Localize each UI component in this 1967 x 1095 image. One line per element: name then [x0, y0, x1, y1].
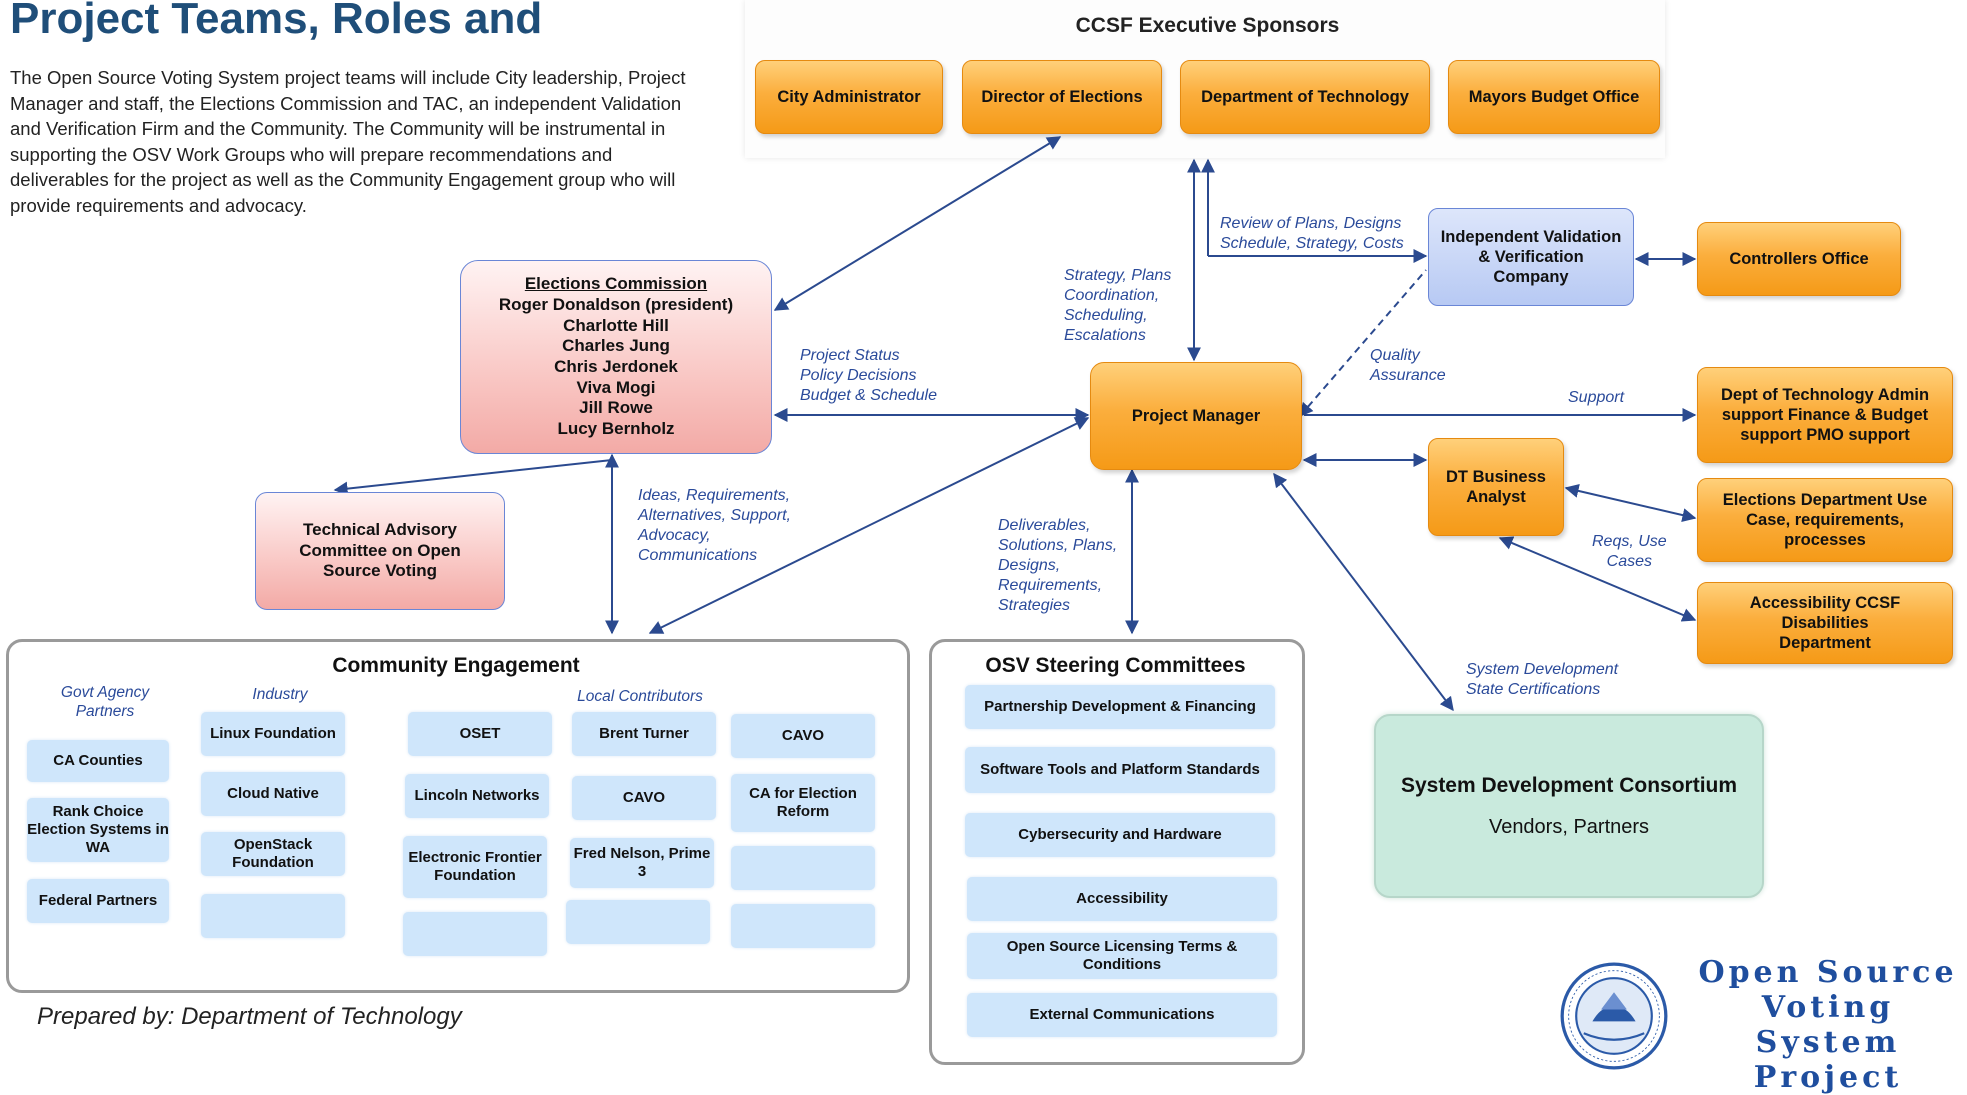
- arrow-pm-consortium: [1273, 472, 1454, 712]
- connector-arrows: [333, 136, 1697, 712]
- local-contributor-chip: OSET: [408, 712, 552, 756]
- sponsors-title: CCSF Executive Sponsors: [1075, 14, 1340, 37]
- industry-chip: OpenStack Foundation: [201, 832, 345, 876]
- elections-department-box: Elections Department Use Case, requireme…: [1697, 478, 1953, 562]
- sponsor-city-administrator: City Administrator: [755, 60, 943, 134]
- ec-member: Charles Jung: [562, 336, 670, 356]
- sponsor-department-of-technology: Department of Technology: [1180, 60, 1430, 134]
- ec-member: Jill Rowe: [579, 398, 653, 418]
- label-strategy: Strategy, Plans Coordination, Scheduling…: [1064, 267, 1172, 344]
- label-deliverables: Deliverables, Solutions, Plans, Designs,…: [998, 517, 1118, 614]
- elections-commission-box: Elections Commission Roger Donaldson (pr…: [460, 260, 772, 454]
- steering-committee-chip: Open Source Licensing Terms & Conditions: [967, 933, 1277, 979]
- steering-committee-chip: External Communications: [967, 993, 1277, 1037]
- col-local-header: Local Contributors: [577, 688, 703, 705]
- local-contributor-chip-empty: [731, 904, 875, 948]
- ec-member: Viva Mogi: [576, 377, 656, 397]
- arrow-pm-ivv: [1299, 269, 1427, 418]
- local-contributor-chip-empty: [731, 846, 875, 890]
- ec-member: Chris Jerdonek: [554, 357, 678, 376]
- arrow-analyst-elections-dept: [1564, 484, 1697, 522]
- ec-member: Charlotte Hill: [563, 315, 669, 335]
- arrow-ec-tac: [333, 459, 613, 496]
- sponsor-mayors-budget-office: Mayors Budget Office: [1448, 60, 1660, 134]
- arrow-analyst-accessibility: [1498, 536, 1697, 622]
- govt-partner-chip: CA Counties: [27, 740, 169, 782]
- industry-chip-empty: [201, 894, 345, 938]
- industry-chip: Cloud Native: [201, 772, 345, 816]
- prepared-by: Prepared by: Department of Technology: [37, 1003, 462, 1030]
- local-contributor-chip: Brent Turner: [572, 712, 716, 756]
- steering-committee-chip: Software Tools and Platform Standards: [965, 747, 1275, 793]
- osv-project-title: Open Source Voting System Project: [1698, 955, 1958, 1095]
- local-contributor-chip: CA for Election Reform: [731, 774, 875, 832]
- ec-member: Lucy Bernholz: [557, 419, 675, 439]
- label-review: Review of Plans, Designs Schedule, Strat…: [1220, 215, 1404, 252]
- local-contributor-chip: CAVO: [572, 776, 716, 820]
- city-seal-icon: [1560, 962, 1668, 1070]
- consortium-subtitle: Vendors, Partners: [1488, 815, 1650, 838]
- industry-chip: Linux Foundation: [201, 712, 345, 756]
- elections-commission-title: Elections Commission: [524, 274, 708, 294]
- label-reqs: Reqs, Use Cases: [1592, 533, 1667, 570]
- dt-support-box: Dept of Technology Admin support Finance…: [1697, 367, 1953, 463]
- project-manager-box: Project Manager: [1090, 362, 1302, 470]
- label-support: Support: [1568, 389, 1625, 406]
- consortium-box: System Development Consortium Vendors, P…: [1374, 714, 1764, 898]
- local-contributor-chip-empty: [403, 912, 547, 956]
- ec-member: Roger Donaldson (president): [498, 294, 734, 314]
- local-contributor-chip: Lincoln Networks: [405, 774, 549, 818]
- local-contributor-chip: Fred Nelson, Prime 3: [570, 838, 714, 888]
- community-engagement-title: Community Engagement: [332, 654, 580, 677]
- intro-paragraph: The Open Source Voting System project te…: [10, 67, 686, 216]
- govt-partner-chip: Federal Partners: [27, 879, 169, 923]
- label-sysdev: System Development State Certifications: [1466, 661, 1619, 698]
- arrow-pm-community: [648, 417, 1090, 634]
- col-industry-header: Industry: [252, 686, 308, 703]
- steering-committee-chip: Partnership Development & Financing: [965, 685, 1275, 729]
- page-title: Project Teams, Roles and Governance: [10, 0, 543, 48]
- steering-committee-chip: Cybersecurity and Hardware: [965, 813, 1275, 857]
- ivv-box: Independent Validation & Verification Co…: [1428, 208, 1634, 306]
- label-ideas: Ideas, Requirements, Alternatives, Suppo…: [638, 487, 791, 564]
- local-contributor-chip: CAVO: [731, 714, 875, 758]
- controllers-office-box: Controllers Office: [1697, 222, 1901, 296]
- dt-business-analyst-box: DT Business Analyst: [1428, 438, 1564, 536]
- steering-committees-title: OSV Steering Committees: [985, 654, 1246, 677]
- local-contributor-chip: Electronic Frontier Foundation: [403, 836, 547, 898]
- steering-committee-chip: Accessibility: [967, 877, 1277, 921]
- sponsor-director-of-elections: Director of Elections: [962, 60, 1162, 134]
- label-project-status: Project Status Policy Decisions Budget &…: [800, 347, 937, 404]
- accessibility-department-box: Accessibility CCSF Disabilities Departme…: [1697, 582, 1953, 664]
- govt-partner-chip: Rank Choice Election Systems in WA: [27, 798, 169, 862]
- consortium-title: System Development Consortium: [1400, 774, 1738, 797]
- tac-box: Technical Advisory Committee on Open Sou…: [255, 492, 505, 610]
- local-contributor-chip-empty: [566, 900, 710, 944]
- col-govt-header: Govt Agency Partners: [60, 684, 150, 721]
- arrow-ec-sponsors: [773, 136, 1062, 311]
- label-quality: Quality Assurance: [1370, 347, 1446, 384]
